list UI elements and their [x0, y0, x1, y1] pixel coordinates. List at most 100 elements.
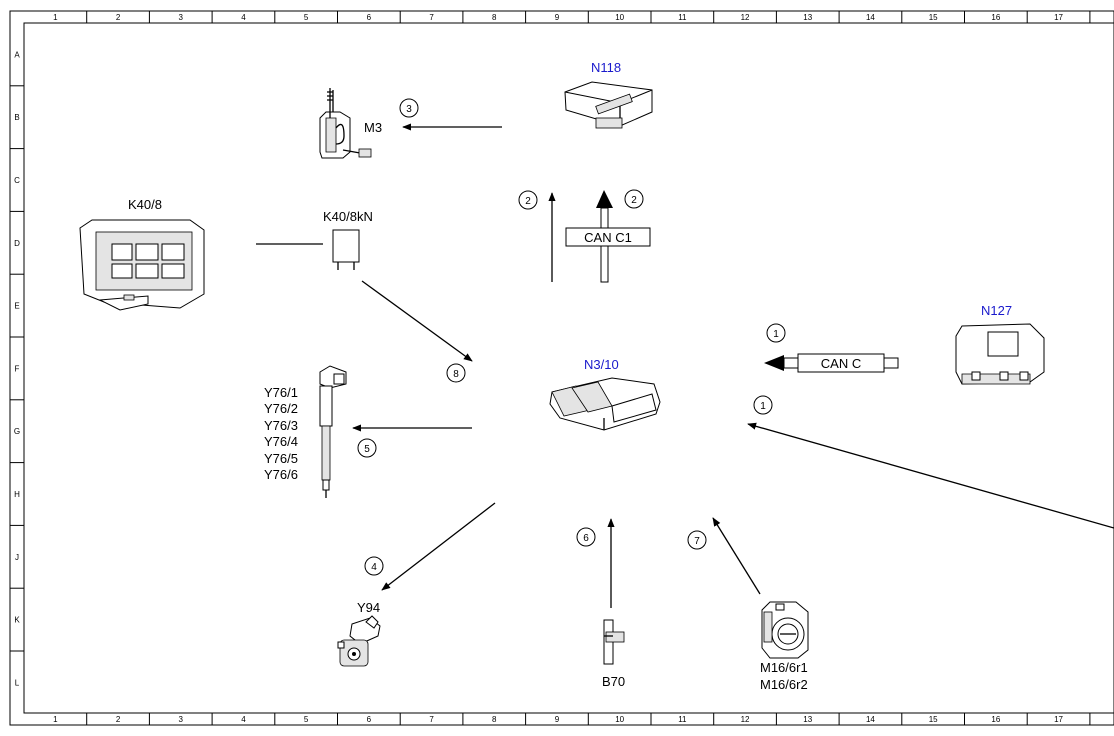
diagram-frame: [9, 10, 1114, 726]
control-unit-n118-icon: [564, 81, 653, 129]
grid-column-label-bottom: 4: [241, 715, 246, 724]
grid-column-label-bottom: 15: [929, 715, 938, 724]
grid-column-label-top: 8: [492, 13, 497, 22]
can-c1-bus-arrow: [565, 190, 651, 283]
signal-number-1a: 1: [766, 323, 786, 343]
signal-number-7: 7: [687, 530, 707, 550]
component-label-k40-8kn: K40/8kN: [323, 209, 373, 224]
component-label-y76-2: Y76/2: [264, 401, 298, 416]
grid-column-label-top: 15: [929, 13, 938, 22]
grid-row-label: D: [14, 239, 20, 248]
relay-k40-8kn-icon: [332, 229, 360, 270]
grid-column-label-top: 10: [615, 13, 624, 22]
can-c-bus-arrow: [764, 353, 899, 373]
grid-column-label-top: 4: [241, 13, 246, 22]
grid-column-label-top: 17: [1054, 13, 1063, 22]
injector-y76-icon: [319, 365, 347, 498]
grid-row-label: L: [15, 678, 20, 687]
signal-arrow-8: [361, 280, 473, 362]
svg-text:3: 3: [406, 104, 412, 115]
svg-text:6: 6: [583, 533, 589, 544]
grid-column-label-bottom: 5: [304, 715, 309, 724]
component-label-b70: B70: [602, 674, 625, 689]
fuel-pump-m3-icon: [319, 88, 372, 159]
grid-row-label: H: [14, 490, 20, 499]
component-label-n3-10: N3/10: [584, 357, 619, 372]
grid-column-label-bottom: 8: [492, 715, 497, 724]
grid-column-label-bottom: 11: [678, 715, 687, 724]
grid-column-label-top: 16: [991, 13, 1000, 22]
component-label-n127: N127: [981, 303, 1012, 318]
component-label-n118: N118: [591, 60, 621, 75]
grid-column-label-bottom: 2: [116, 715, 121, 724]
signal-number-3: 3: [399, 98, 419, 118]
grid-row-label: F: [15, 364, 20, 373]
component-label-m3: M3: [364, 120, 382, 135]
signal-number-4: 4: [364, 556, 384, 576]
grid-column-label-bottom: 6: [367, 715, 372, 724]
grid-column-label-bottom: 1: [53, 715, 58, 724]
grid-row-label: K: [14, 616, 20, 625]
grid-row-label: E: [14, 302, 19, 311]
svg-text:1: 1: [773, 329, 779, 340]
signal-arrows: [352, 123, 1114, 608]
signal-number-6: 6: [576, 527, 596, 547]
svg-text:4: 4: [371, 562, 377, 573]
throttle-actuator-m16-6-icon: [761, 601, 809, 659]
component-label-y76-1: Y76/1: [264, 385, 298, 400]
signal-arrow-4: [381, 502, 496, 591]
svg-text:5: 5: [364, 444, 370, 455]
grid-column-label-top: 2: [116, 13, 121, 22]
grid-column-label-top: 12: [741, 13, 750, 22]
svg-text:8: 8: [453, 369, 459, 380]
bus-label-can-c1: CAN C1: [584, 230, 632, 245]
grid-column-label-top: 5: [304, 13, 309, 22]
signal-number-2b: 2: [624, 189, 644, 209]
grid-column-label-top: 9: [555, 13, 560, 22]
engine-control-unit-n3-10-icon: [549, 377, 661, 431]
component-label-m16-6r1: M16/6r1: [760, 660, 808, 675]
signal-arrow-7: [712, 517, 761, 595]
grid-row-label: J: [15, 553, 19, 562]
grid-row-label: B: [14, 113, 19, 122]
svg-text:2: 2: [631, 195, 637, 206]
grid-labels: 1122334455667788991010111112121313141415…: [14, 13, 1064, 724]
svg-text:2: 2: [525, 196, 531, 207]
svg-text:1: 1: [760, 401, 766, 412]
grid-column-label-bottom: 16: [991, 715, 1000, 724]
control-unit-n127-icon: [955, 323, 1045, 385]
component-label-y76-5: Y76/5: [264, 451, 298, 466]
grid-column-label-top: 6: [367, 13, 372, 22]
grid-column-label-top: 14: [866, 13, 875, 22]
grid-column-label-bottom: 14: [866, 715, 875, 724]
grid-column-label-bottom: 10: [615, 715, 624, 724]
grid-column-label-top: 7: [429, 13, 434, 22]
component-label-y76-list: Y76/1 Y76/2 Y76/3 Y76/4 Y76/5 Y76/6: [264, 385, 298, 482]
component-label-m16-6r2: M16/6r2: [760, 677, 808, 692]
signal-number-2a: 2: [518, 190, 538, 210]
grid-column-label-top: 1: [53, 13, 58, 22]
component-label-y94: Y94: [357, 600, 380, 615]
grid-column-label-bottom: 9: [555, 715, 560, 724]
component-label-y76-6: Y76/6: [264, 467, 298, 482]
bus-label-can-c: CAN C: [821, 356, 861, 371]
grid-column-label-top: 3: [179, 13, 184, 22]
component-label-y76-3: Y76/3: [264, 418, 298, 433]
signal-number-5: 5: [357, 438, 377, 458]
component-label-y76-4: Y76/4: [264, 434, 298, 449]
signal-arrow-1: [747, 422, 1114, 529]
component-label-k40-8: K40/8: [128, 197, 162, 212]
crankshaft-sensor-b70-icon: [603, 619, 625, 665]
fuse-box-k40-8-icon: [79, 219, 205, 311]
grid-column-label-top: 13: [803, 13, 812, 22]
quantity-control-valve-y94-icon: [337, 615, 381, 667]
grid-column-label-bottom: 12: [741, 715, 750, 724]
grid-column-label-bottom: 13: [803, 715, 812, 724]
grid-column-label-top: 11: [678, 13, 687, 22]
grid-row-label: C: [14, 176, 20, 185]
grid-column-label-bottom: 17: [1054, 715, 1063, 724]
signal-number-8: 8: [446, 363, 466, 383]
grid-row-label: A: [14, 50, 20, 59]
component-label-m16-list: M16/6r1 M16/6r2: [760, 660, 808, 692]
